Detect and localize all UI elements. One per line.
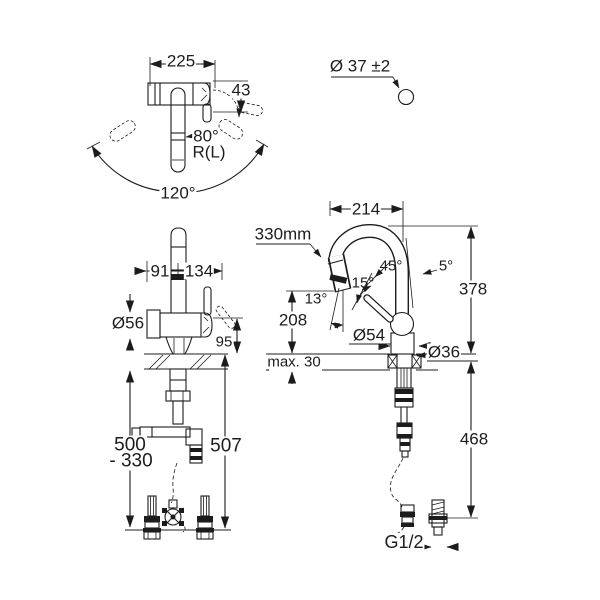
pullout-hose-dashed [390, 457, 404, 508]
tilt-5-line [405, 237, 414, 309]
angle-valve-left [143, 495, 161, 540]
dim-outlet-height-95: 95 [214, 333, 234, 351]
label-hose-extension: 330mm [253, 224, 313, 244]
dim-supply-range-500: 500 [113, 434, 147, 456]
label-angle-15: 15° [351, 274, 375, 292]
dim-reach-91: 91 [149, 261, 171, 281]
dim-spout-reach-214: 214 [350, 199, 382, 219]
side-view-drawing [266, 223, 476, 539]
top-view-dimensions [86, 57, 269, 193]
label-angle-5: 5° [437, 257, 455, 275]
label-angle-45: 45° [379, 257, 403, 275]
ghost-spout-far-right [238, 102, 263, 116]
dim-swivel-range: 120° [159, 183, 197, 203]
label-rotation-direction: R(L) [191, 142, 227, 162]
mounting-hole-detail [331, 76, 415, 106]
dim-spout-width: 225 [165, 51, 197, 71]
head-13-line [329, 287, 340, 331]
front-view-drawing [125, 227, 236, 540]
dim-reach-134: 134 [183, 261, 215, 281]
g12-connection-pipe [428, 499, 448, 536]
dim-hole-diameter: Ø 37 ±2 [328, 56, 392, 76]
dim-body-depth: 43 [230, 80, 252, 100]
dim-shank-diameter-36: Ø36 [426, 342, 462, 362]
ghost-handle [215, 305, 236, 329]
angle-valve-right [196, 495, 214, 540]
hole-circle [397, 88, 415, 106]
supply-hose-dashed [170, 462, 178, 504]
dim-outlet-height-208: 208 [277, 310, 309, 330]
dim-height-378: 378 [457, 279, 489, 299]
dim-height-468: 468 [458, 429, 490, 449]
ghost-spout-left [109, 120, 136, 142]
dim-total-height-507: 507 [209, 435, 243, 457]
dim-body-diameter: Ø56 [110, 313, 146, 333]
label-max-deck-thickness: max. 30 [267, 353, 321, 371]
label-angle-13: 13° [303, 290, 329, 308]
dim-base-diameter-54: Ø54 [351, 325, 387, 345]
ghost-spout-right [218, 119, 244, 140]
dim-supply-range-330: - 330 [108, 450, 154, 472]
label-thread-size: G1/2 [383, 532, 425, 552]
label-spout-angle: 80° [192, 126, 220, 146]
side-view-dimensions [256, 201, 478, 552]
